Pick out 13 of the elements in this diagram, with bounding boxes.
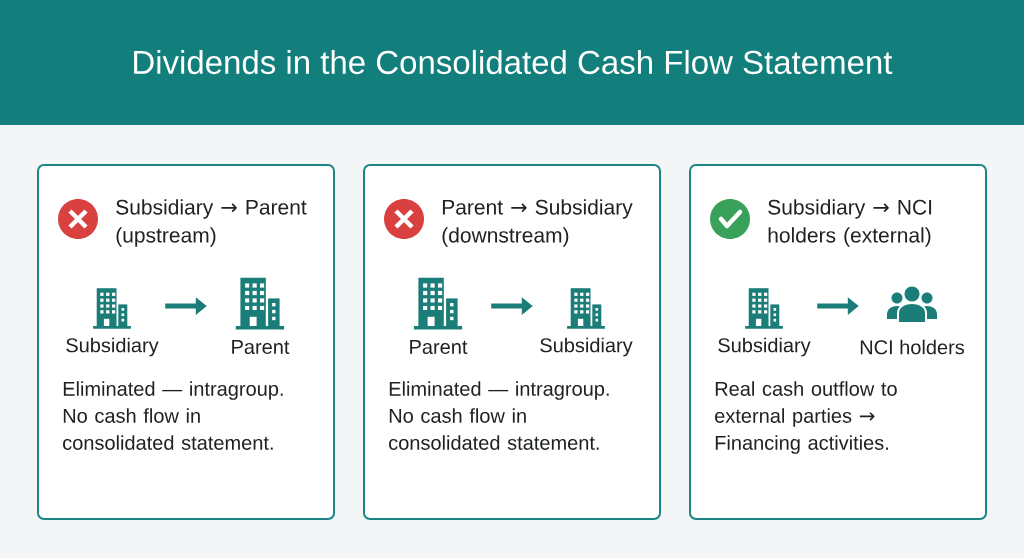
icon-label: Subsidiary (66, 337, 159, 357)
icon-label: Subsidiary (540, 337, 633, 357)
panel-description: Eliminated — intragroup. No cash flow in consolidated statement. (63, 381, 283, 450)
panel-heading: Subsidiary → Parent (upstream) (116, 199, 307, 247)
icon-label: Parent (232, 340, 290, 354)
icon-label: NCI holders (860, 339, 965, 355)
panel-description: Eliminated — intragroup. No cash flow in consolidated statement. (389, 381, 609, 450)
panel-heading: Subsidiary → NCI holders (external) (768, 199, 932, 247)
panel-description: Real cash outflow to external parties → Financing activities. (715, 381, 897, 454)
panel-heading: Parent → Subsidiary (downstream) (442, 199, 633, 247)
icon-label: Parent (410, 340, 468, 354)
icon-label: Subsidiary (718, 337, 811, 357)
title: Dividends in the Consolidated Cash Flow Statement (134, 49, 893, 75)
